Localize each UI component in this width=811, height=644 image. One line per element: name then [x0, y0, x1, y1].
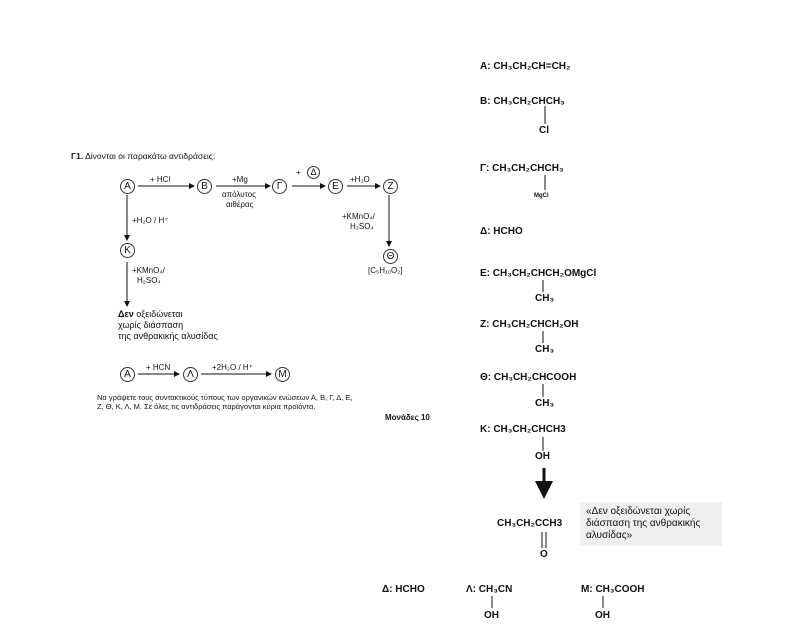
answer-z: Ζ: CH₃CH₂CHCH₂OH	[480, 319, 579, 330]
note-box: «Δεν οξειδώνεται χωρίς διάσπαση της ανθρ…	[580, 502, 722, 546]
answer-g-sub: MgCl	[534, 193, 549, 199]
circle-b: Β	[197, 179, 212, 194]
label-2h2o: +2H₂O / H⁺	[212, 363, 253, 372]
circle-m: Μ	[275, 367, 290, 382]
answer-z-sub: CH₃	[535, 344, 555, 355]
question-text: Να γράψετε τους συντακτικούς τύπους των …	[97, 393, 353, 411]
label-theta-formula: [C₅H₁₀O₂]	[368, 266, 403, 275]
label-hcl: + HCl	[150, 175, 171, 184]
circle-z: Ζ	[383, 179, 398, 194]
label-h2o: +H₂O	[350, 175, 370, 184]
problem-number: Γ1.	[71, 151, 84, 161]
circle-a2: Α	[120, 367, 135, 382]
no-ox-bold: Δεν	[118, 309, 134, 319]
answer-b: Β: CH₃CH₂CHCH₃	[480, 96, 565, 107]
answer-b-sub: Cl	[539, 125, 549, 136]
label-ether1: απόλυτος	[222, 190, 256, 199]
circle-a: Α	[120, 179, 135, 194]
circle-l: Λ	[183, 367, 198, 382]
no-ox-line2: χωρίς διάσπαση	[118, 320, 184, 330]
answer-e: Ε: CH₃CH₂CHCH₂OMgCl	[480, 268, 597, 279]
answer-m-sub: OH	[595, 610, 610, 621]
answer-l: Λ: CH₃CN	[466, 584, 513, 595]
answer-e-sub: CH₃	[535, 293, 555, 304]
label-hcn: + HCN	[146, 363, 171, 372]
label-ether2: αιθέρας	[226, 200, 254, 209]
answer-th: Θ: CH₃CH₂CHCOOH	[480, 372, 577, 383]
marks: Μονάδες 10	[385, 413, 430, 422]
problem-header: Γ1. Δίνονται οι παρακάτω αντιδράσεις:	[71, 151, 215, 161]
label-h2so4-right: H₂SO₄	[350, 222, 374, 231]
answer-k: Κ: CH₃CH₂CHCH3	[480, 424, 566, 435]
label-h2so4-left: H₂SO₄	[137, 276, 161, 285]
answer-m: Μ: CH₃COOH	[581, 584, 645, 595]
label-mg: +Mg	[232, 175, 248, 184]
answer-d2: Δ: HCHO	[382, 584, 425, 595]
no-ox-line3: της ανθρακικής αλυσίδας	[118, 331, 218, 341]
label-kmno4-right: +KMnO₄/	[342, 212, 375, 221]
no-ox-rest: οξειδώνεται	[133, 309, 183, 319]
ketone-oxygen: O	[540, 549, 548, 560]
no-oxidation-text: Δεν οξειδώνεται χωρίς διάσπαση της ανθρα…	[118, 309, 218, 342]
circle-th: Θ	[383, 249, 398, 264]
circle-d: Δ	[307, 166, 320, 179]
label-h2o-h: +H₂O / H⁺	[132, 216, 169, 225]
circle-g: Γ	[272, 179, 287, 194]
answer-g: Γ: CH₃CH₂CHCH₃	[480, 163, 564, 174]
ketone-formula: CH₃CH₂CCH3	[497, 518, 563, 529]
answer-th-sub: CH₃	[535, 398, 555, 409]
circle-k: Κ	[120, 243, 135, 258]
question-line1: Να γράψετε τους συντακτικούς τύπους των …	[97, 393, 353, 402]
answer-l-sub: OH	[484, 610, 499, 621]
circle-e: Ε	[328, 179, 343, 194]
question-line2: Ζ, Θ, Κ, Λ, Μ. Σε όλες τις αντιδράσεις π…	[97, 402, 316, 411]
label-kmno4-left: +KMnO₄/	[132, 266, 165, 275]
problem-intro: Δίνονται οι παρακάτω αντιδράσεις:	[85, 151, 216, 161]
answer-d: Δ: HCHO	[480, 226, 523, 237]
label-plus: +	[296, 168, 301, 177]
answer-k-sub: OH	[535, 451, 550, 462]
answer-a: Α: CH₃CH₂CH=CH₂	[480, 61, 571, 72]
